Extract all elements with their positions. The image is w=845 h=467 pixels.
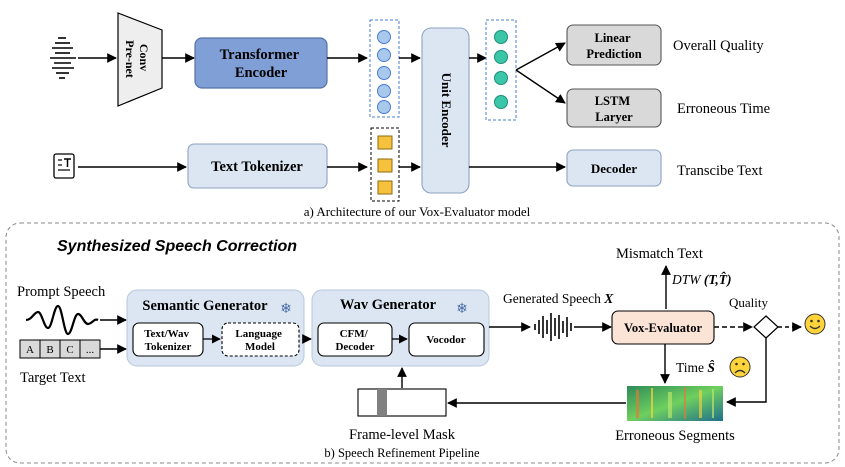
language-model-label: Language Model [235,328,284,353]
text-tokenizer-block: Text Tokenizer [187,143,328,189]
frozen-snowflake-icon: ❄ [456,300,468,316]
conv-prenet-block: Conv Pre-net [117,12,163,107]
erroneous-time-label: Erroneous Time [677,101,770,117]
pipeline-frame [5,222,840,464]
frozen-snowflake-icon: ❄ [280,300,292,316]
cfm-decoder-label: CFM/ Decoder [335,328,374,353]
erroneous-segments-label: Erroneous Segments [615,428,735,444]
happy-face-icon [804,313,826,335]
arrow-quality-to-segments [726,338,767,407]
linear-prediction-block: Linear Prediction [566,24,662,66]
target-text-cell: ... [86,344,95,356]
target-text-label: Target Text [20,370,85,386]
decoder-label: Decoder [591,161,637,176]
audio-embedding-column [369,19,400,118]
wav-generator-label: Wav Generator [340,297,437,313]
wav-generator-block: Wav Generator ❄ CFM/ Decoder Vocodor [311,289,490,367]
overall-quality-label: Overall Quality [673,38,764,54]
frame-level-mask-label: Frame-level Mask [349,427,456,443]
quality-decision-diamond [753,315,779,339]
vocodor-label: Vocodor [426,334,465,346]
text-wav-tokenizer-label: Text/Wav Tokenizer [144,328,192,353]
lstm-layer-label: LSTM Laryer [595,94,634,124]
frame-level-mask-image [357,388,447,417]
generated-waveform-icon [534,313,572,341]
time-label: Time Ŝ [676,360,715,375]
text-document-icon [53,153,75,179]
arrow-to-linear [515,42,566,71]
dtw-label: DTW (T,T̂) [671,272,732,287]
quality-label: Quality [729,295,768,310]
arrow-to-lstm [515,69,566,104]
pipeline-title: Synthesized Speech Correction [57,238,297,255]
mismatch-text-label: Mismatch Text [616,246,703,262]
conv-prenet-label: Conv Pre-net [123,40,151,78]
target-text-cell: C [66,344,73,356]
caption-b: b) Speech Refinement Pipeline [324,446,480,460]
target-text-cell: A [26,344,34,356]
vox-evaluator-label: Vox-Evaluator [624,321,702,335]
prompt-waveform-icon [25,304,99,336]
unit-output-column [485,19,517,121]
lstm-layer-block: LSTM Laryer [566,88,662,128]
semantic-generator-label: Semantic Generator [142,298,268,314]
decoder-block: Decoder [566,149,662,187]
linear-prediction-label: Linear Prediction [586,31,641,61]
generated-speech-label: Generated Speech X [503,291,614,306]
caption-a: a) Architecture of our Vox-Evaluator mod… [304,204,531,219]
sad-face-icon [729,356,751,378]
transformer-encoder-block: Transformer Encoder [194,37,328,89]
transformer-encoder-label: Transformer Encoder [220,47,303,81]
audio-input-icon [50,37,76,79]
text-token-column [370,127,400,202]
target-text-cells: A B C ... [19,339,101,359]
semantic-generator-block: Semantic Generator ❄ Text/Wav Tokenizer … [126,289,305,367]
unit-encoder-block: Unit Encoder [421,27,470,194]
vox-evaluator-block: Vox-Evaluator [611,310,715,345]
target-text-cell: B [46,344,53,356]
spectrogram-image [627,386,723,421]
transcribe-text-label: Transcibe Text [677,163,763,179]
prompt-speech-label: Prompt Speech [17,284,106,300]
unit-encoder-label: Unit Encoder [439,73,454,148]
text-tokenizer-label: Text Tokenizer [211,159,303,175]
